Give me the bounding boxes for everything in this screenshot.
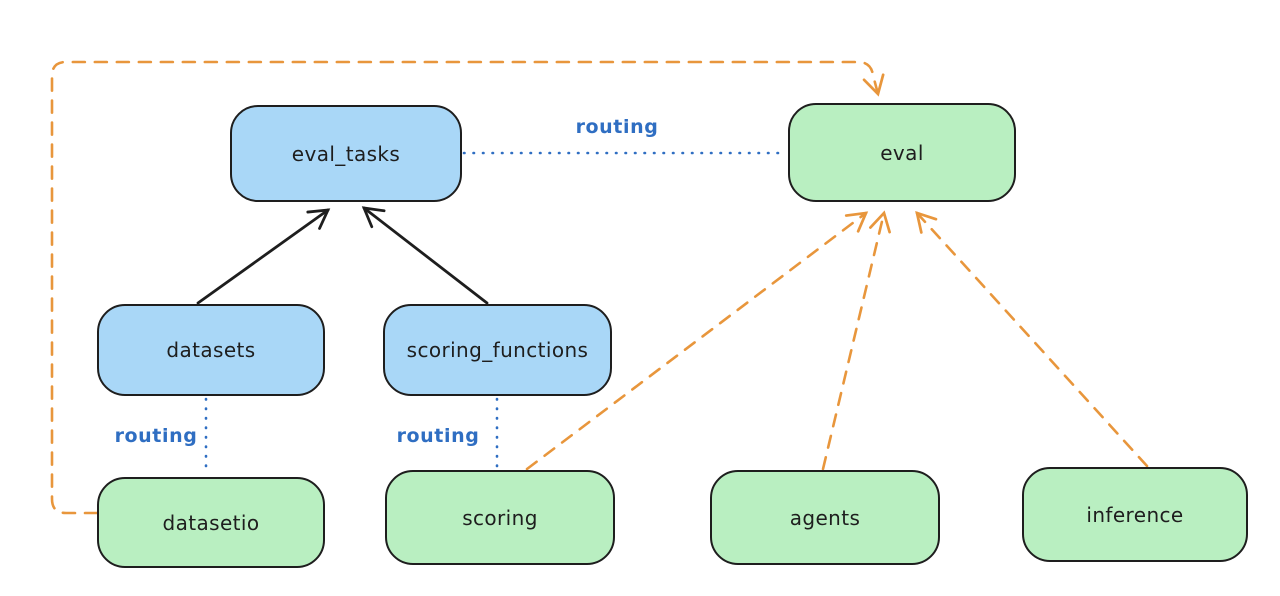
edge-label-routing-scoring-functions-scoring: routing <box>396 425 480 447</box>
node-agents-label: agents <box>789 505 861 530</box>
edge-datasets-to-eval-tasks <box>196 208 331 305</box>
node-inference-label: inference <box>1086 502 1184 527</box>
node-scoring-label: scoring <box>462 505 538 530</box>
edge-label-routing-eval-tasks-eval: routing <box>575 116 659 138</box>
node-datasetio-label: datasetio <box>162 510 260 535</box>
node-datasets: datasets <box>97 304 325 396</box>
edge-scoring-to-eval <box>525 211 869 471</box>
node-eval-tasks-label: eval_tasks <box>291 141 401 166</box>
node-datasets-label: datasets <box>166 338 256 362</box>
node-agents: agents <box>710 470 940 565</box>
node-scoring-functions-label: scoring_functions <box>406 338 589 362</box>
node-eval: eval <box>788 103 1016 202</box>
node-eval-label: eval <box>880 140 924 165</box>
edge-label-routing-datasets-datasetio: routing <box>114 425 198 447</box>
node-inference: inference <box>1022 467 1248 562</box>
edge-datasetio-to-eval <box>50 60 885 515</box>
edge-scoring-functions-to-eval-tasks <box>361 206 489 305</box>
node-datasetio: datasetio <box>97 477 325 568</box>
edge-agents-to-eval <box>821 210 891 471</box>
edge-inference-to-eval <box>915 210 1149 468</box>
node-scoring-functions: scoring_functions <box>383 304 612 396</box>
node-scoring: scoring <box>385 470 615 565</box>
node-eval-tasks: eval_tasks <box>230 105 462 202</box>
